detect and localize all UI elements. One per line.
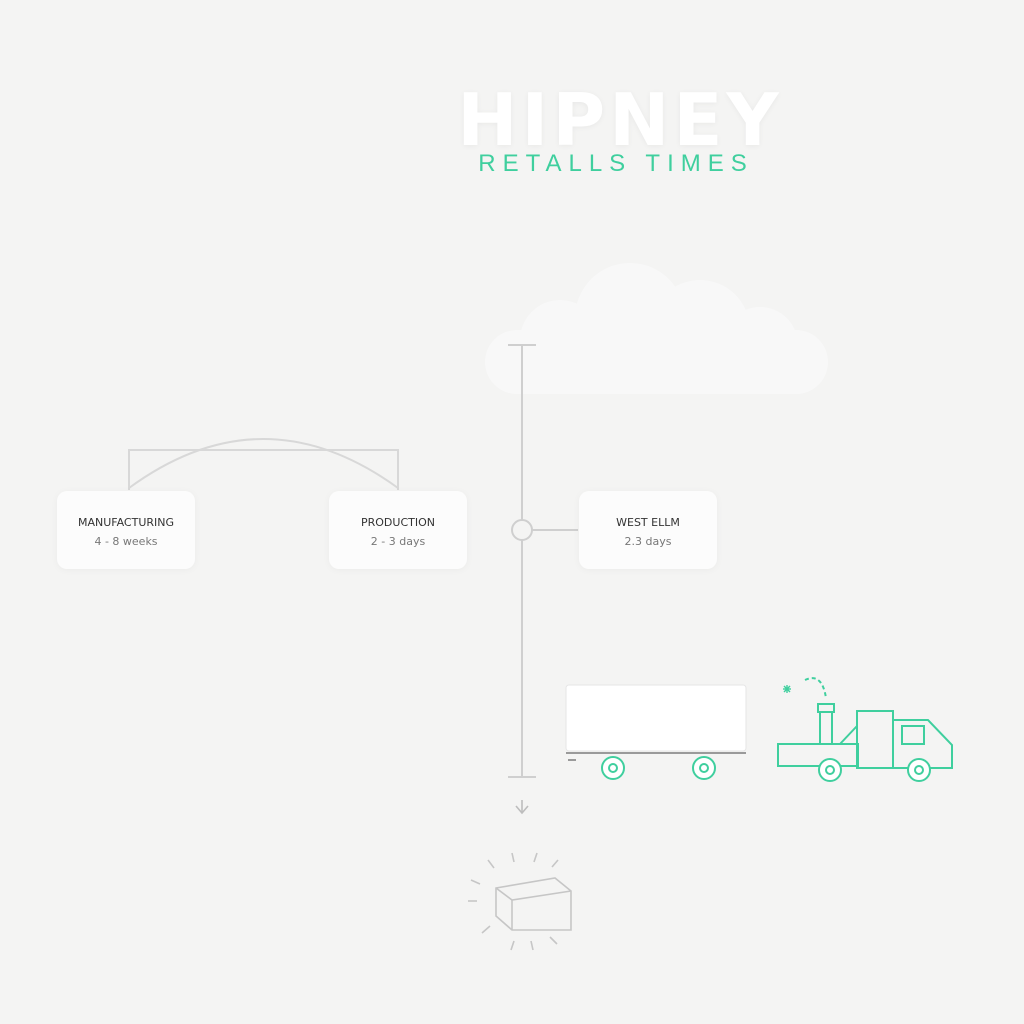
stage-duration: 2 - 3 days bbox=[370, 535, 426, 548]
diagram-subtitle: RETALLS TIMES bbox=[478, 150, 754, 177]
stage-duration: 2.3 days bbox=[624, 535, 672, 548]
star-icon bbox=[783, 685, 791, 693]
stage-name: WEST ELLM bbox=[616, 516, 680, 529]
arrow-down-icon bbox=[515, 800, 529, 815]
truck-icon bbox=[777, 677, 953, 782]
stage-card-production: PRODUCTION 2 - 3 days bbox=[329, 491, 467, 569]
stage-card-west-ellm: WEST ELLM 2.3 days bbox=[579, 491, 717, 569]
diagram-title: HIPNEY bbox=[457, 78, 783, 162]
connector-bracket bbox=[128, 438, 399, 490]
stage-name: PRODUCTION bbox=[361, 516, 435, 529]
stage-name: MANUFACTURING bbox=[77, 516, 175, 529]
timeline-axis bbox=[508, 344, 578, 778]
stage-duration: 4 - 8 weeks bbox=[94, 535, 158, 548]
stage-card-manufacturing: MANUFACTURING 4 - 8 weeks bbox=[57, 491, 195, 569]
cloud-icon bbox=[485, 263, 828, 394]
trailer-icon bbox=[565, 684, 747, 780]
package-icon bbox=[468, 852, 572, 951]
